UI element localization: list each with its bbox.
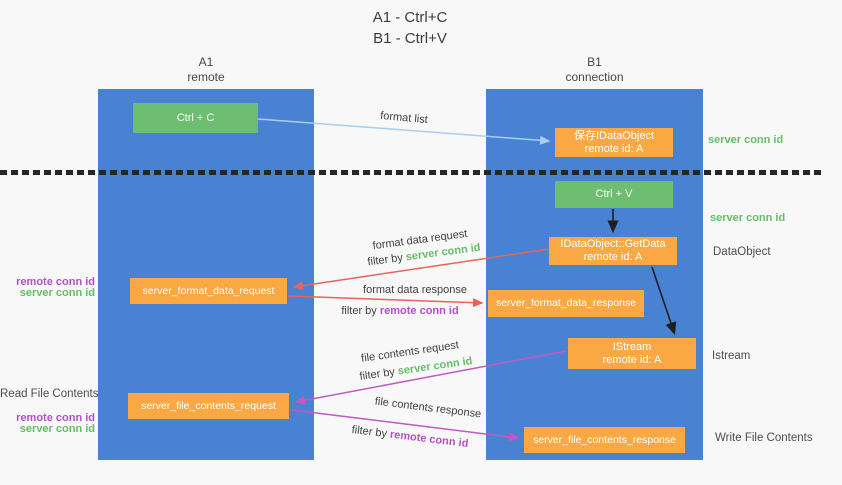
ctrl-v-box: Ctrl + V	[555, 181, 673, 208]
diagram-title: A1 - Ctrl+C B1 - Ctrl+V	[0, 7, 820, 49]
filter-by-prefix: filter by	[366, 251, 407, 269]
ctrl-c-label: Ctrl + C	[176, 111, 215, 124]
istream-box: IStream remote id: A	[568, 338, 696, 369]
session-divider-line	[0, 170, 824, 175]
server-file-contents-response-box: server_file_contents_response	[524, 427, 685, 453]
save-idataobject-box: 保存IDataObject remote id: A	[555, 128, 673, 157]
write-file-contents-label: Write File Contents	[715, 432, 813, 444]
idataobject-getdata-box: IDataObject::GetData remote id: A	[549, 237, 677, 265]
server-conn-id-label-mid-right: server conn id	[710, 212, 786, 224]
filter-key-remote-conn-id: remote conn id	[389, 428, 469, 451]
format-data-response-arrow	[287, 295, 484, 308]
read-file-contents-label: Read File Contents	[0, 388, 99, 400]
lane-header-b1: B1 connection	[486, 55, 703, 85]
save-idataobject-line2: remote id: A	[584, 142, 644, 155]
filter-by-prefix: filter by	[358, 365, 399, 383]
lane-header-a1: A1 remote	[98, 55, 314, 85]
server-file-contents-response-label: server_file_contents_response	[532, 433, 676, 446]
server-conn-id-label-top-right: server conn id	[708, 134, 784, 146]
server-format-data-request-label: server_format_data_request	[142, 284, 275, 297]
server-format-data-response-label: server_format_data_response	[495, 297, 637, 309]
file-contents-response-arrow-label: file contents response	[374, 395, 482, 421]
istream-line1: IStream	[612, 340, 652, 353]
lane-b1-name: B1	[587, 55, 602, 69]
remote-conn-id-label-top-left: remote conn id	[16, 276, 95, 288]
filter-by-prefix: filter by	[341, 305, 380, 317]
dataobject-label: DataObject	[713, 246, 771, 258]
format-list-arrow-label: format list	[379, 109, 429, 127]
server-conn-id-label-top-left: server conn id	[19, 287, 95, 299]
ctrl-c-box: Ctrl + C	[133, 103, 258, 133]
filter-by-prefix: filter by	[351, 423, 391, 441]
istream-line2: remote id: A	[602, 353, 662, 366]
filter-by-remote-conn-id-label-1: filter by remote conn id	[341, 305, 458, 317]
format-data-response-arrow-label: format data response	[363, 284, 467, 296]
server-file-contents-request-label: server_file_contents_request	[141, 399, 276, 412]
title-line-2: B1 - Ctrl+V	[373, 30, 447, 47]
server-format-data-request-box: server_format_data_request	[130, 278, 287, 304]
filter-by-remote-conn-id-label-2: filter by remote conn id	[351, 424, 469, 450]
remote-conn-id-label-bottom-left: remote conn id	[16, 412, 95, 424]
save-idataobject-line1: 保存IDataObject	[573, 129, 655, 142]
conn-id-pair-top-left: remote conn id server conn id	[0, 277, 95, 299]
ctrl-v-label: Ctrl + V	[595, 188, 633, 200]
filter-key-remote-conn-id: remote conn id	[379, 305, 459, 317]
lane-b1-role: connection	[565, 70, 624, 84]
title-line-1: A1 - Ctrl+C	[372, 9, 448, 26]
getdata-line2: remote id: A	[583, 251, 643, 263]
lane-a1-role: remote	[187, 70, 225, 84]
server-format-data-response-box: server_format_data_response	[488, 290, 644, 317]
getdata-line1: IDataObject::GetData	[560, 238, 666, 250]
server-file-contents-request-box: server_file_contents_request	[128, 393, 289, 419]
filter-key-server-conn-id: server conn id	[396, 355, 474, 378]
istream-label: Istream	[712, 350, 751, 362]
lane-a1-name: A1	[198, 55, 214, 69]
server-conn-id-label-bottom-left: server conn id	[19, 423, 95, 435]
conn-id-pair-bottom-left: remote conn id server conn id	[0, 413, 95, 435]
